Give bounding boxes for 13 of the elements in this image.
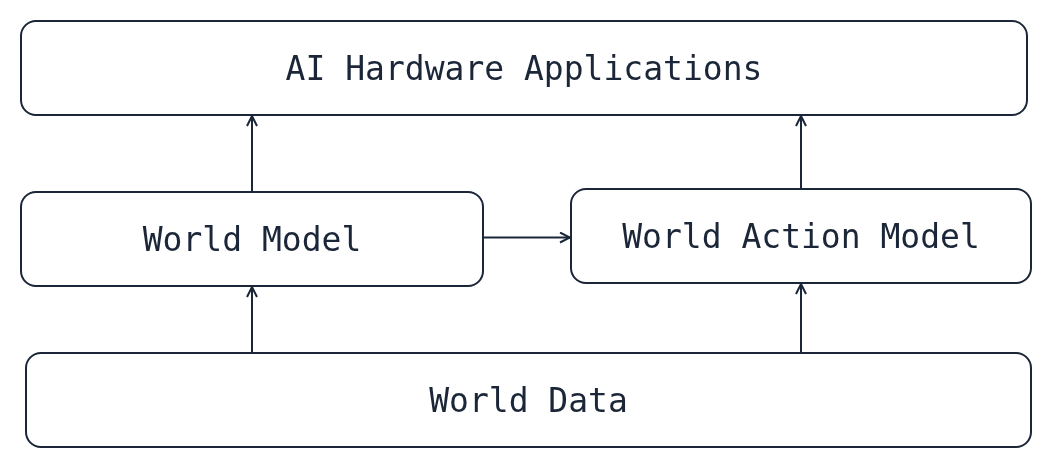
process-box xyxy=(570,188,1032,284)
process-box xyxy=(20,20,1028,116)
arrow xyxy=(795,283,807,353)
arrow xyxy=(795,115,807,189)
box-label: World Model xyxy=(142,219,362,259)
box-label: AI Hardware Applications xyxy=(285,48,763,88)
arrow xyxy=(246,286,258,353)
process-box xyxy=(25,352,1032,448)
process-box xyxy=(20,191,484,287)
box-label: World Action Model xyxy=(622,216,980,256)
arrow xyxy=(246,115,258,192)
arrow xyxy=(483,231,571,244)
box-label: World Data xyxy=(429,380,628,420)
